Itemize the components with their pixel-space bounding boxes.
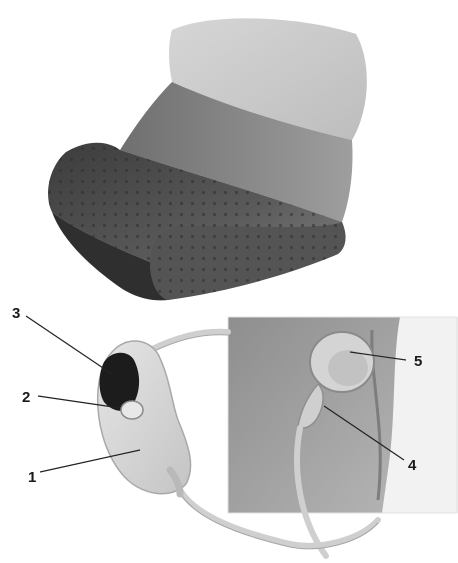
slipper-toe-texture xyxy=(150,222,345,300)
hand-controller xyxy=(98,341,191,494)
leader-line-3 xyxy=(26,316,112,374)
callout-2: 2 xyxy=(22,389,30,406)
callout-1: 1 xyxy=(28,469,36,486)
foot-warmer-slipper xyxy=(48,18,367,300)
connector-inset xyxy=(228,317,458,513)
callout-3: 3 xyxy=(12,305,20,322)
controller-button xyxy=(121,401,143,419)
callout-4: 4 xyxy=(408,457,417,474)
connector-socket-shadow xyxy=(328,350,368,386)
callout-5: 5 xyxy=(414,353,422,370)
